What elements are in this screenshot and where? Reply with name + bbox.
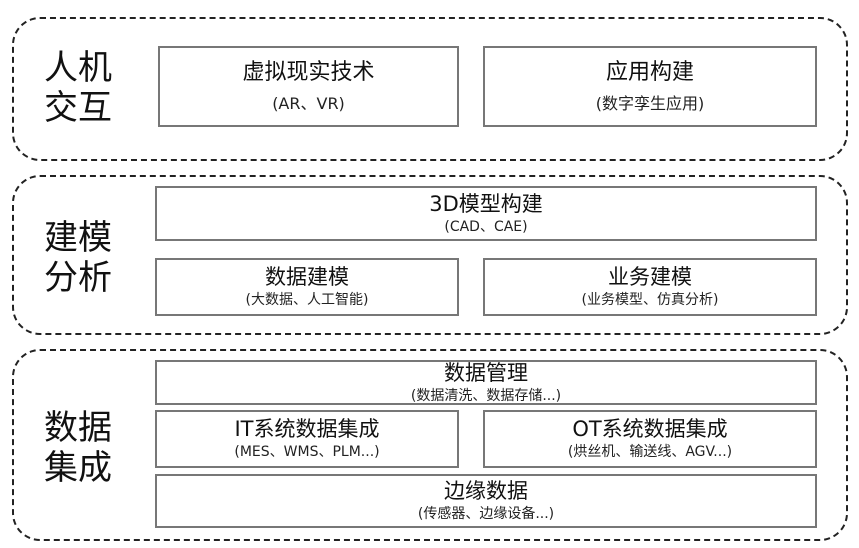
box-title: 业务建模 [608, 265, 692, 289]
box-data-management: 数据管理 (数据清洗、数据存储...) [155, 360, 817, 405]
box-title: 数据管理 [444, 360, 528, 385]
box-title: 应用构建 [605, 59, 694, 85]
box-virtual-reality: 虚拟现实技术 (AR、VR) [158, 46, 459, 127]
box-3d-model: 3D模型构建 (CAD、CAE) [155, 186, 817, 241]
box-business-modeling: 业务建模 (业务模型、仿真分析) [483, 258, 817, 316]
layer-data-integration [12, 349, 848, 541]
layer-label-line1: 建模 [44, 218, 112, 258]
box-title: 数据建模 [265, 265, 349, 289]
box-subtitle: (大数据、人工智能) [245, 292, 369, 308]
box-subtitle: (传感器、边缘设备...) [417, 506, 555, 522]
box-subtitle: (数字孪生应用) [595, 93, 705, 113]
layer-label-line1: 数据 [44, 408, 112, 448]
layer-label-line2: 分析 [44, 258, 112, 298]
box-subtitle: (CAD、CAE) [444, 218, 528, 235]
layer-modeling-analysis [12, 175, 848, 335]
box-subtitle: (AR、VR) [272, 93, 345, 113]
box-application-build: 应用构建 (数字孪生应用) [483, 46, 817, 127]
layer-label-line2: 交互 [44, 88, 112, 128]
box-title: 虚拟现实技术 [242, 59, 375, 85]
layer-label-line1: 人机 [44, 48, 112, 88]
box-title: OT系统数据集成 [572, 417, 728, 441]
box-data-modeling: 数据建模 (大数据、人工智能) [155, 258, 459, 316]
layer-label-line2: 集成 [44, 448, 112, 488]
box-title: IT系统数据集成 [234, 417, 380, 441]
box-subtitle: (MES、WMS、PLM...) [234, 444, 380, 460]
layer-label-modeling-analysis: 建模 分析 [44, 218, 112, 298]
box-subtitle: (烘丝机、输送线、AGV...) [567, 444, 733, 460]
layer-human-machine-interaction [12, 17, 848, 161]
layer-label-data-integration: 数据 集成 [44, 408, 112, 488]
box-ot-system-integration: OT系统数据集成 (烘丝机、输送线、AGV...) [483, 410, 817, 468]
box-it-system-integration: IT系统数据集成 (MES、WMS、PLM...) [155, 410, 459, 468]
box-title: 边缘数据 [444, 479, 528, 503]
box-edge-data: 边缘数据 (传感器、边缘设备...) [155, 474, 817, 528]
box-title: 3D模型构建 [429, 191, 543, 216]
layer-label-human-machine-interaction: 人机 交互 [44, 48, 112, 128]
box-subtitle: (业务模型、仿真分析) [581, 292, 719, 308]
box-subtitle: (数据清洗、数据存储...) [410, 387, 562, 404]
